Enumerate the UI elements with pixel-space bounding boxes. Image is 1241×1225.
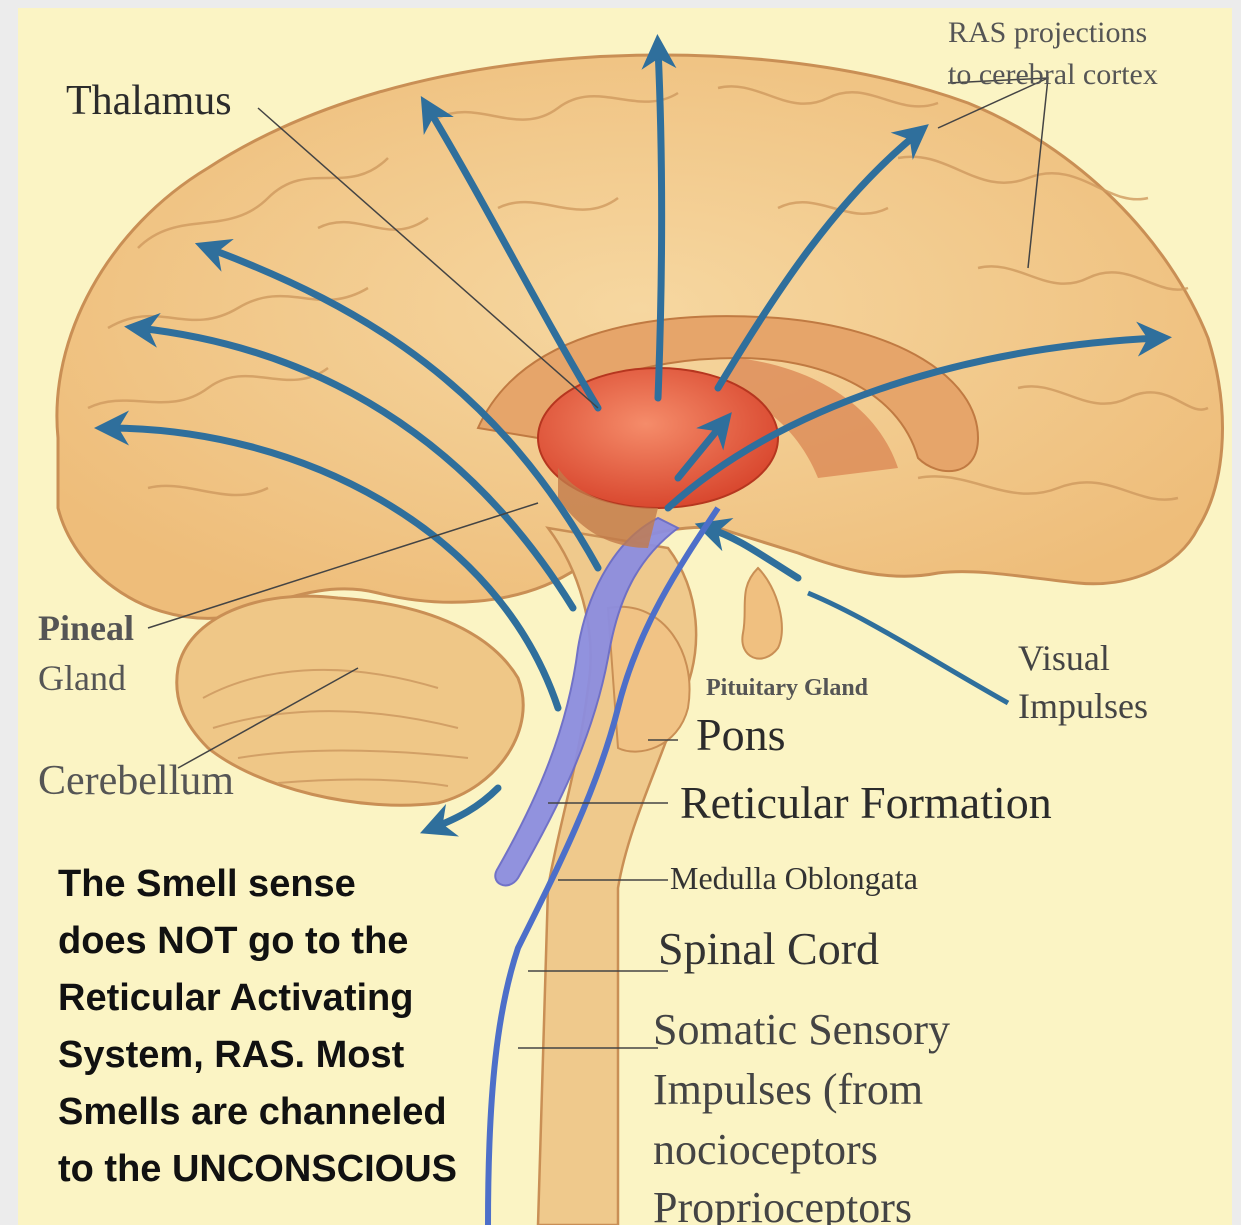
smell-note-line5: Smells are channeled: [58, 1084, 618, 1141]
pituitary-shape: [742, 568, 782, 659]
pineal-label-line2: Gland: [38, 660, 126, 696]
somatic-label-line4: Proprioceptors: [653, 1186, 912, 1225]
pons-label: Pons: [696, 712, 785, 758]
pituitary-label: Pituitary Gland: [706, 676, 868, 700]
smell-note-line1: The Smell sense: [58, 856, 618, 913]
somatic-label-line1: Somatic Sensory: [653, 1008, 950, 1052]
somatic-label-line3: nocioceptors: [653, 1128, 878, 1172]
ras-projections-label-line1: RAS projections: [948, 18, 1147, 48]
smell-note-line4: System, RAS. Most: [58, 1027, 618, 1084]
thalamus-label: Thalamus: [66, 80, 232, 122]
diagram-panel: RAS projections to cerebral cortex Thala…: [18, 8, 1232, 1225]
visual-label-line1: Visual: [1018, 640, 1110, 676]
visual-label-line2: Impulses: [1018, 688, 1148, 724]
smell-note-line2: does NOT go to the: [58, 913, 618, 970]
smell-note: The Smell sense does NOT go to the Retic…: [58, 856, 618, 1198]
somatic-label-line2: Impulses (from: [653, 1068, 923, 1112]
smell-note-line6: to the UNCONSCIOUS: [58, 1141, 618, 1198]
reticular-formation-label: Reticular Formation: [680, 780, 1052, 826]
pineal-label-line1: Pineal: [38, 610, 134, 646]
smell-note-line3: Reticular Activating: [58, 970, 618, 1027]
cerebellum-label: Cerebellum: [38, 760, 234, 802]
spinal-cord-label: Spinal Cord: [658, 926, 879, 972]
medulla-label: Medulla Oblongata: [670, 862, 918, 894]
ras-projections-label-line2: to cerebral cortex: [948, 60, 1158, 90]
